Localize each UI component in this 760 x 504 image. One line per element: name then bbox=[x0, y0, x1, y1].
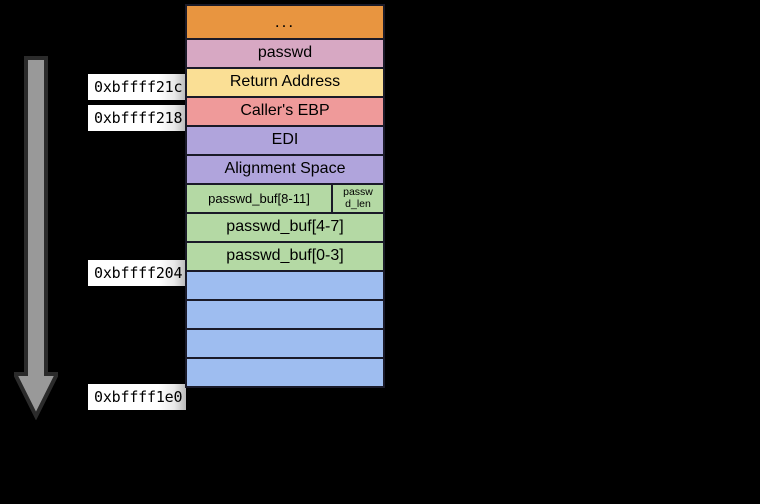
stack-row-alignment-space: Alignment Space bbox=[185, 154, 385, 185]
passwd-len-line2: d_len bbox=[345, 197, 371, 210]
stack-row-passwd-buf-4-7: passwd_buf[4-7] bbox=[185, 212, 385, 243]
stack-row-label: passwd_buf[4-7] bbox=[226, 218, 344, 236]
stack-row-label: Caller's EBP bbox=[240, 102, 330, 120]
stack-growth-arrow bbox=[14, 56, 58, 420]
address-label-passwd-buf-0-3: 0xbffff204 bbox=[88, 260, 187, 286]
stack-row-label: Return Address bbox=[229, 73, 341, 91]
stack-row-free-4 bbox=[185, 357, 385, 388]
stack-row-callers-ebp: Caller's EBP bbox=[185, 96, 385, 127]
passwd-len-line1: passw bbox=[343, 186, 373, 199]
stack-row-return-address: Return Address bbox=[185, 67, 385, 98]
stack-column: ... passwd Return Address Caller's EBP E… bbox=[185, 4, 385, 388]
stack-row-edi: EDI bbox=[185, 125, 385, 156]
stack-growth-arrow-icon bbox=[14, 56, 58, 420]
stack-cell-passwd-buf-8-11: passwd_buf[8-11] bbox=[187, 185, 333, 212]
stack-row-label: EDI bbox=[271, 131, 299, 149]
stack-row-label: ... bbox=[274, 12, 296, 32]
stack-row-passwd-buf-0-3: passwd_buf[0-3] bbox=[185, 241, 385, 272]
stack-row-free-2 bbox=[185, 299, 385, 330]
address-label-stack-bottom: 0xbffff1e0 bbox=[88, 384, 187, 410]
stack-row-free-3 bbox=[185, 328, 385, 359]
address-label-return-address: 0xbffff21c bbox=[88, 74, 187, 100]
stack-row-label: passwd_buf[0-3] bbox=[226, 247, 344, 265]
stack-row-label: Alignment Space bbox=[224, 160, 346, 178]
stack-row-passwd: passwd bbox=[185, 38, 385, 69]
stack-row-free-1 bbox=[185, 270, 385, 301]
stack-row-ellipsis: ... bbox=[185, 4, 385, 40]
stack-row-label: passwd bbox=[257, 44, 313, 62]
address-label-callers-ebp: 0xbffff218 bbox=[88, 105, 187, 131]
stack-row-label: passwd_buf[8-11] bbox=[208, 190, 310, 206]
